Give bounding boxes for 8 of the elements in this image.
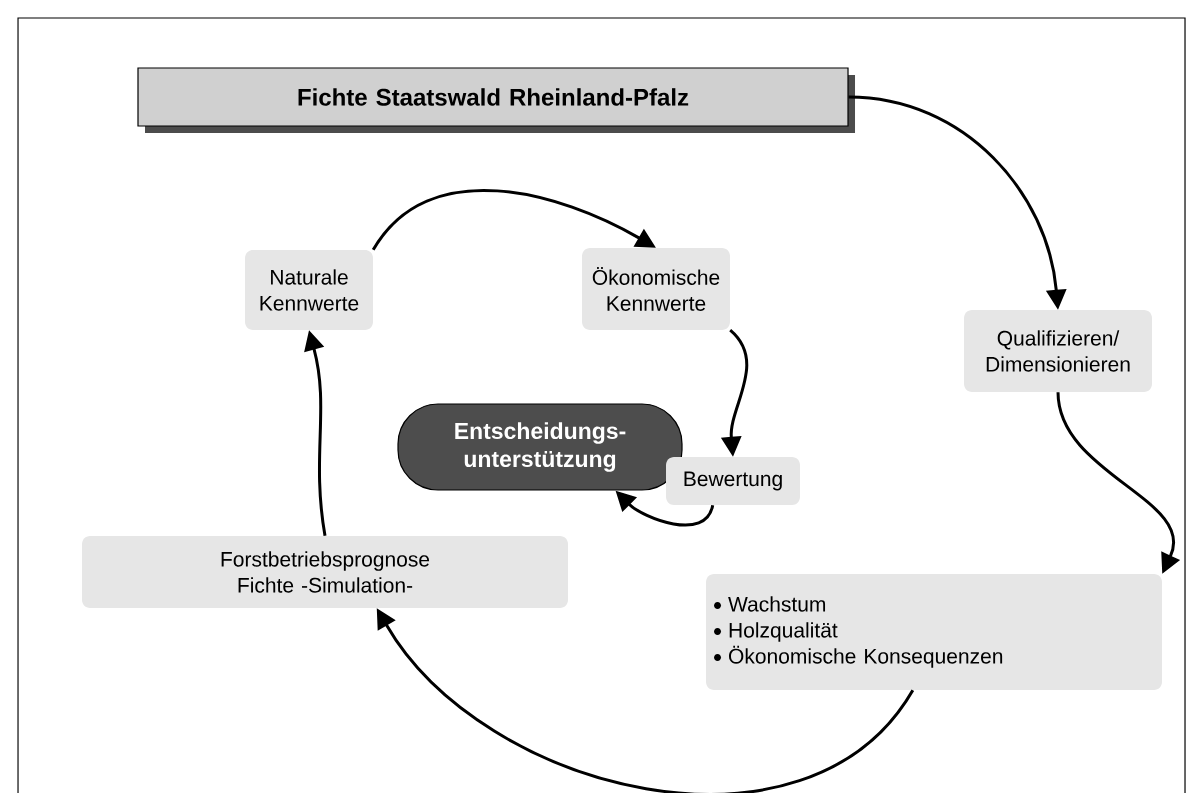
process-box: Bewertung (666, 457, 800, 505)
process-box: Ökonomische Kennwerte (582, 248, 730, 330)
process-box: Forstbetriebsprognose Fichte -Simulation- (82, 536, 568, 608)
bullet-list-box: Wachstum Holzqualität Ökonomische Konsequenzen (706, 574, 1162, 690)
process-box: Naturale Kennwerte (245, 250, 373, 330)
title-box: Fichte Staatswald Rheinland-Pfalz (137, 67, 855, 133)
decision-capsule: Entscheidungs- unterstützung (397, 403, 683, 491)
process-box: Qualifizieren/ Dimensionieren (964, 310, 1152, 392)
